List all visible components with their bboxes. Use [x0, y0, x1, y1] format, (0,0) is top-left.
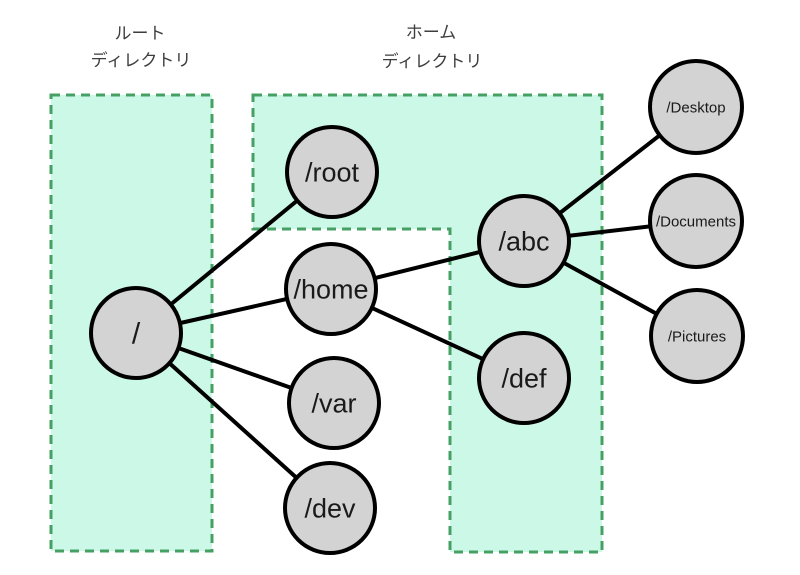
node-circle-var [287, 356, 381, 450]
node-circle-desktop [648, 59, 744, 155]
home-region-label-line2: ディレクトリ [382, 51, 483, 71]
node-circle-dev [283, 461, 377, 555]
node-documents: /Documents [648, 173, 744, 269]
node-circle-pictures [649, 288, 745, 384]
node-circle-home [284, 242, 378, 336]
node-circle-documents [648, 173, 744, 269]
node-label-abc: /abc [498, 226, 549, 256]
node-circle-abc [477, 194, 571, 288]
node-label-root: /root [305, 157, 360, 187]
nodes: / /root /home /var /dev /abc [89, 59, 745, 555]
node-circle-slash [89, 286, 183, 380]
node-label-var: /var [311, 388, 356, 418]
node-root: /root [285, 125, 379, 219]
node-desktop: /Desktop [648, 59, 744, 155]
node-label-documents: /Documents [656, 213, 736, 230]
node-label-desktop: /Desktop [666, 99, 725, 116]
home-region-label-line1: ホーム [406, 23, 457, 42]
node-label-dev: /dev [304, 493, 356, 523]
node-home: /home [284, 242, 378, 336]
root-region-label-line2: ディレクトリ [91, 50, 192, 70]
node-slash: / [89, 286, 183, 380]
node-circle-root [285, 125, 379, 219]
node-var: /var [287, 356, 381, 450]
node-label-slash: / [132, 318, 141, 351]
region-labels: ルート ディレクトリ ホーム ディレクトリ [91, 23, 483, 71]
node-dev: /dev [283, 461, 377, 555]
node-pictures: /Pictures [649, 288, 745, 384]
node-circle-def [477, 331, 571, 425]
node-label-pictures: /Pictures [668, 328, 726, 345]
node-abc: /abc [477, 194, 571, 288]
node-def: /def [477, 331, 571, 425]
node-label-home: /home [293, 274, 368, 304]
node-label-def: /def [501, 363, 547, 393]
root-region-label-line1: ルート [115, 24, 166, 43]
